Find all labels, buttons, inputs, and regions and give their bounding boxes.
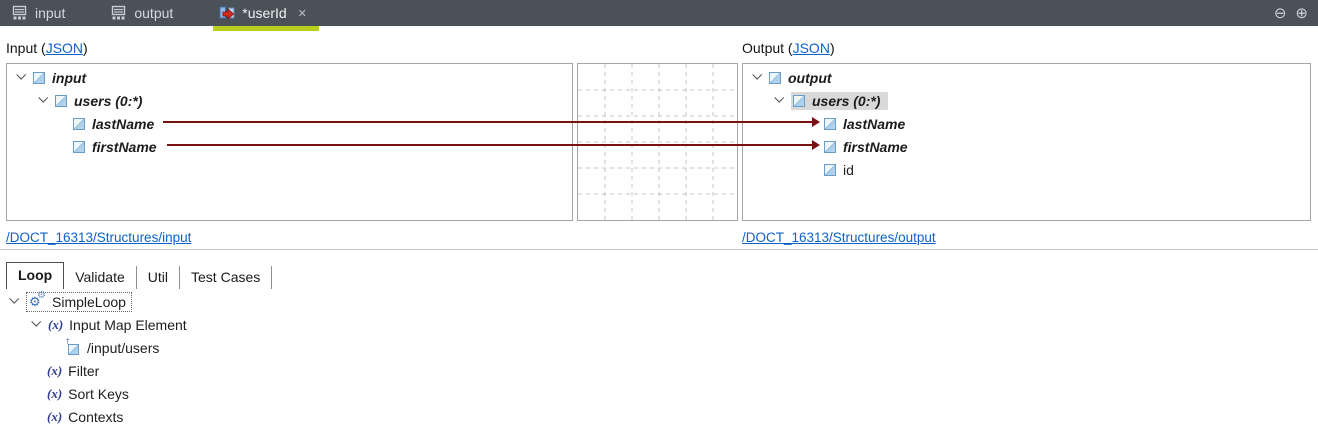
element-icon — [33, 71, 45, 84]
editor-tab-bar: input output *userId ✕ ⊖ ⊕ — [0, 0, 1318, 31]
tab-label: input — [35, 5, 66, 21]
function-icon: (x) — [47, 408, 63, 424]
tree-node-simpleloop[interactable]: ⚙⚙ SimpleLoop — [0, 290, 1318, 313]
loop-tree: ⚙⚙ SimpleLoop (x) Input Map Element ↑ /i… — [0, 290, 1318, 428]
tree-node-input-map-element[interactable]: (x) Input Map Element — [0, 313, 1318, 336]
element-icon — [824, 163, 836, 176]
output-tree-node-lastname[interactable]: lastName — [743, 112, 1310, 135]
input-tree-node-users[interactable]: users (0:*) — [7, 89, 572, 112]
bottom-tab-bar: Loop Validate Util Test Cases — [6, 262, 1318, 289]
function-icon: (x) — [47, 385, 63, 401]
element-icon — [73, 117, 85, 130]
map-element-icon: ↑ — [65, 336, 80, 355]
chevron-down-icon[interactable] — [38, 92, 49, 103]
maximize-icon[interactable]: ⊕ — [1295, 5, 1308, 22]
tab-input[interactable]: input — [2, 0, 79, 26]
section-divider — [0, 249, 1318, 250]
output-json-link[interactable]: JSON — [792, 40, 830, 56]
mapping-icon — [219, 5, 235, 21]
tree-node-sort-keys[interactable]: (x) Sort Keys — [47, 385, 129, 402]
input-tree-node-lastname[interactable]: lastName — [7, 112, 572, 135]
output-tree-node-output[interactable]: output — [743, 66, 1310, 89]
tab-util[interactable]: Util — [137, 266, 181, 289]
tab-loop[interactable]: Loop — [6, 262, 65, 289]
active-tab-underline — [213, 26, 319, 31]
connection-line-firstname[interactable] — [167, 140, 820, 150]
structure-icon — [12, 5, 28, 21]
structure-icon — [111, 5, 127, 21]
chevron-down-icon[interactable] — [752, 69, 763, 80]
connection-line-lastname[interactable] — [163, 117, 820, 127]
output-tree-node-id[interactable]: id — [743, 158, 1310, 181]
chevron-down-icon[interactable] — [9, 293, 20, 304]
output-panel-header: Output (JSON) — [742, 40, 835, 56]
tab-label: *userId — [242, 5, 287, 21]
element-icon — [55, 94, 67, 107]
input-panel-header: Input (JSON) — [6, 40, 88, 56]
output-tree-panel: output users (0:*) lastName firstName — [742, 63, 1311, 221]
chevron-down-icon[interactable] — [774, 92, 785, 103]
element-icon — [824, 140, 836, 153]
input-tree-panel: input users (0:*) lastName firstName — [6, 63, 573, 221]
mapping-canvas[interactable] — [577, 63, 738, 221]
focused-node-outline: ⚙⚙ SimpleLoop — [26, 289, 132, 312]
element-icon — [73, 140, 85, 153]
tab-validate[interactable]: Validate — [64, 266, 137, 289]
dashed-grid — [578, 64, 737, 220]
element-icon — [769, 71, 781, 84]
selected-node-highlight[interactable]: users (0:*) — [791, 91, 889, 110]
close-icon[interactable]: ✕ — [297, 7, 307, 20]
tree-node-input-users-path[interactable]: ↑ /input/users — [65, 335, 160, 356]
input-tree-node-input[interactable]: input — [7, 66, 572, 89]
input-json-link[interactable]: JSON — [45, 40, 84, 56]
chevron-down-icon[interactable] — [16, 69, 27, 80]
input-tree-node-firstname[interactable]: firstName — [7, 135, 572, 158]
tree-node-contexts[interactable]: (x) Contexts — [47, 408, 124, 425]
loop-detail-panel: Loop Validate Util Test Cases ⚙⚙ SimpleL… — [0, 255, 1318, 447]
mapper-section: Input (JSON) Output (JSON) input users (… — [0, 31, 1318, 255]
output-structure-path-link[interactable]: /DOCT_16313/Structures/output — [742, 230, 936, 245]
function-icon: (x) — [48, 316, 64, 332]
tab-label: output — [134, 5, 174, 21]
output-tree-node-firstname[interactable]: firstName — [743, 135, 1310, 158]
output-tree-node-users[interactable]: users (0:*) — [743, 89, 1310, 112]
loop-gears-icon: ⚙⚙ — [29, 289, 46, 309]
tab-test-cases[interactable]: Test Cases — [180, 266, 273, 289]
minimize-icon[interactable]: ⊖ — [1273, 5, 1287, 22]
tab-output[interactable]: output — [101, 0, 187, 26]
input-structure-path-link[interactable]: /DOCT_16313/Structures/input — [6, 230, 192, 245]
chevron-down-icon[interactable] — [31, 316, 42, 327]
tab-userid[interactable]: *userId ✕ — [209, 0, 321, 31]
function-icon: (x) — [47, 362, 63, 378]
tree-node-filter[interactable]: (x) Filter — [47, 362, 100, 379]
element-icon — [793, 94, 805, 107]
element-icon — [824, 117, 836, 130]
